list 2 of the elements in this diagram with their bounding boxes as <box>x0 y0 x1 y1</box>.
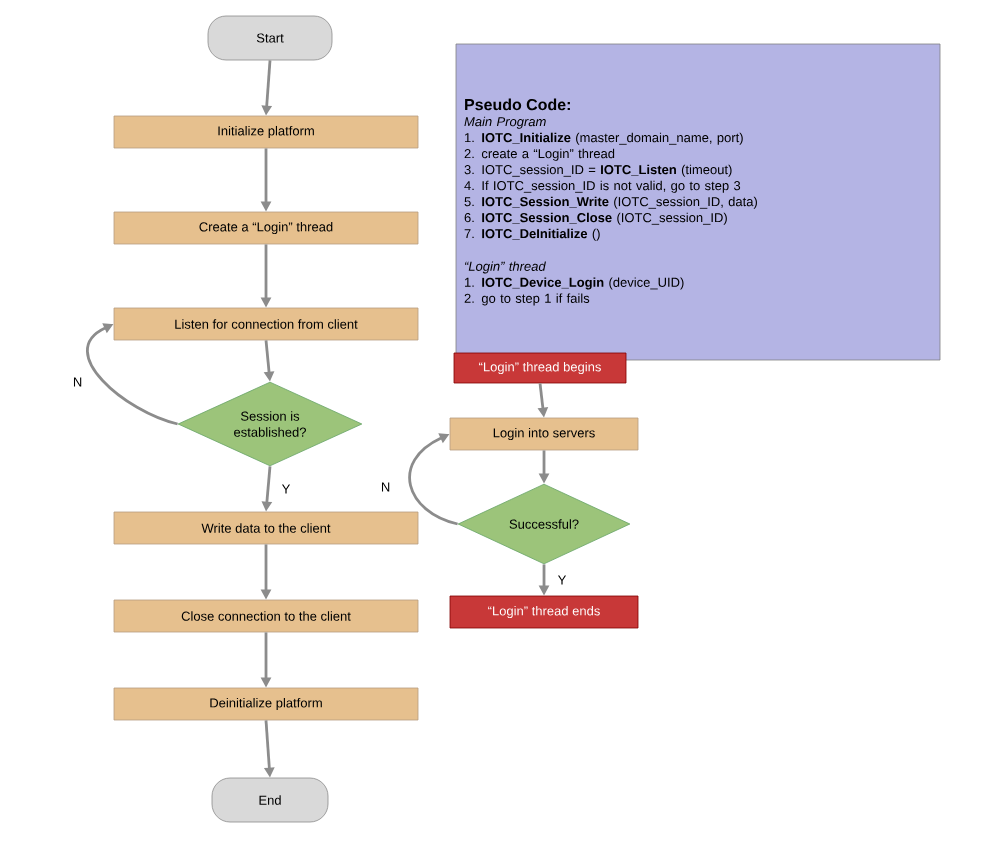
arrow <box>408 433 458 526</box>
arrow <box>86 323 178 426</box>
